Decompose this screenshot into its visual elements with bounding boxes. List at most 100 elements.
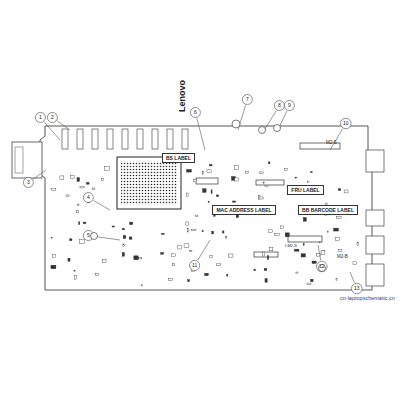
- smd-part: [334, 228, 339, 231]
- connector: [256, 180, 284, 185]
- smd-part: [123, 235, 126, 238]
- smd-part: [83, 222, 86, 224]
- smd-part: [228, 254, 233, 257]
- smd-part: [235, 178, 239, 181]
- smd-part: [269, 247, 273, 251]
- smd-part: [321, 251, 325, 255]
- smd-part: [74, 270, 75, 271]
- screw-hole: [91, 233, 98, 240]
- smd-part: [335, 237, 339, 240]
- smd-part: [80, 187, 84, 188]
- smd-part: [254, 269, 256, 270]
- smd-part: [203, 189, 207, 193]
- callout-number: 6: [194, 110, 197, 115]
- leader-line: [44, 122, 60, 140]
- label-text: FRU LABEL: [291, 187, 319, 193]
- smd-part: [295, 177, 297, 178]
- smd-part: [80, 240, 85, 244]
- smd-part: [227, 274, 228, 276]
- smd-part: [263, 182, 264, 183]
- callout-circle: [284, 101, 294, 111]
- callout-circle: [47, 113, 57, 123]
- callout-number: 9: [288, 103, 291, 108]
- smd-part: [123, 244, 125, 247]
- inductor: [122, 129, 128, 149]
- smd-part: [210, 255, 212, 257]
- part-name: M2-B: [337, 255, 348, 260]
- smd-part: [303, 218, 306, 222]
- smd-part: [280, 226, 283, 229]
- label-text: MAC ADDRESS LABEL: [216, 207, 271, 213]
- label-area: BS LABEL: [162, 153, 195, 163]
- smd-part: [60, 176, 64, 180]
- smd-part: [202, 230, 203, 232]
- leader-line: [350, 272, 354, 283]
- callout-circle: [274, 101, 284, 111]
- smd-part: [169, 278, 173, 280]
- callout-number: 5: [87, 233, 90, 238]
- smd-part: [171, 254, 175, 257]
- smd-part: [187, 229, 188, 232]
- callout-number: 1: [39, 115, 42, 120]
- smd-part: [233, 201, 236, 202]
- smd-part: [79, 222, 80, 225]
- callout-number: 7: [246, 97, 249, 102]
- leader-line: [94, 236, 120, 240]
- smd-part: [78, 204, 79, 205]
- smd-part: [122, 228, 124, 229]
- smd-part: [202, 172, 203, 174]
- smd-part: [267, 256, 268, 260]
- usb-port: [12, 142, 42, 178]
- board-outline: [40, 126, 372, 290]
- callout-number: 13: [354, 286, 360, 291]
- label-area: MAC ADDRESS LABEL: [212, 205, 276, 215]
- smd-part: [71, 176, 75, 179]
- leader-line: [198, 240, 210, 260]
- smd-part: [102, 179, 104, 181]
- screw-hole: [259, 127, 266, 134]
- smd-part: [336, 279, 337, 281]
- smd-part: [186, 193, 188, 196]
- screw-hole: [319, 265, 326, 272]
- smd-part: [310, 279, 313, 282]
- smd-part: [129, 237, 132, 239]
- smd-part: [338, 189, 340, 191]
- smd-part: [208, 201, 209, 202]
- smd-part: [173, 264, 175, 266]
- brand-logo: Lenovo: [178, 80, 187, 112]
- smd-part: [301, 254, 305, 257]
- callout-circle: [352, 283, 363, 294]
- smd-part: [264, 268, 267, 270]
- smd-part: [234, 165, 238, 169]
- port-detail: [15, 147, 23, 173]
- right-port: [366, 236, 384, 254]
- smd-part: [216, 195, 218, 197]
- callout-circle: [317, 261, 328, 272]
- callout-circle: [190, 108, 200, 118]
- right-port: [366, 210, 384, 226]
- callout-circle: [242, 95, 252, 105]
- callout-number: 4: [87, 195, 90, 200]
- leader-lines: [33, 105, 354, 282]
- smd-part: [344, 190, 348, 193]
- leader-line: [197, 118, 205, 150]
- smd-part: [53, 255, 56, 258]
- smd-part: [77, 210, 78, 212]
- leader-line: [318, 245, 321, 260]
- smd-part: [265, 185, 269, 186]
- smd-part: [337, 216, 341, 218]
- smd-part: [130, 222, 133, 225]
- smd-part: [357, 242, 359, 245]
- smd-part: [112, 226, 114, 227]
- part-name: I-M2-S: [285, 244, 297, 248]
- smd-part: [205, 273, 209, 275]
- smd-part: [211, 190, 212, 194]
- inductor: [107, 129, 113, 149]
- smd-part: [265, 279, 267, 283]
- smd-part: [311, 172, 313, 173]
- inductor: [92, 129, 98, 149]
- smd-part: [209, 164, 212, 166]
- smd-part: [217, 264, 221, 265]
- smd-part: [260, 172, 264, 173]
- smd-part: [51, 188, 56, 190]
